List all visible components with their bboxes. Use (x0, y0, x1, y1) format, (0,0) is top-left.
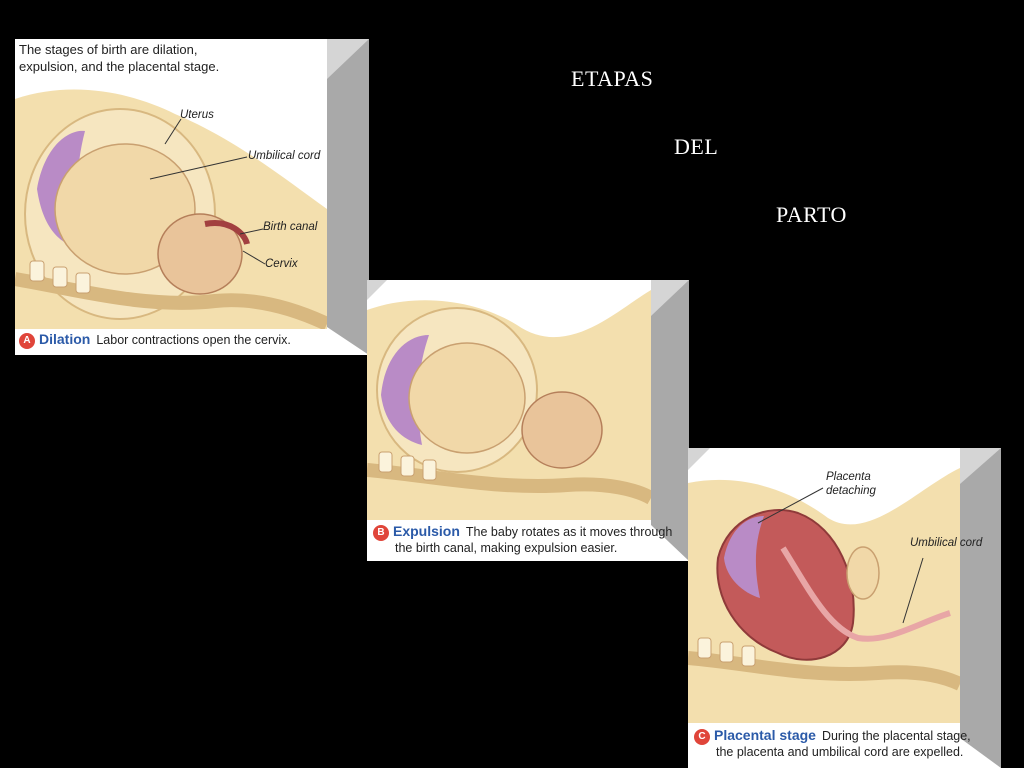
stage-description-line1: During the placental stage, (821, 729, 971, 743)
badge-c: C (694, 729, 710, 745)
badge-b: B (373, 525, 389, 541)
title-parto: PARTO (776, 202, 847, 227)
stage-description-line1: The baby rotates as it moves through (465, 525, 673, 539)
expulsion-illustration (367, 290, 651, 520)
label-umbilical-cord: Umbilical cord (910, 537, 983, 549)
stage-name: Dilation (39, 331, 91, 347)
label-placenta-detaching: Placenta detaching (826, 471, 876, 497)
label-uterus: Uterus (180, 109, 214, 121)
dilation-illustration (15, 89, 327, 329)
stage-description-line2: the birth canal, making expulsion easier… (395, 541, 618, 555)
placental-illustration (688, 468, 960, 723)
stage-description: Labor contractions open the cervix. (96, 333, 291, 347)
title-del: DEL (674, 134, 719, 159)
label-umbilical-cord: Umbilical cord (248, 150, 321, 162)
stage-name: Placental stage (714, 727, 816, 743)
stage-name: Expulsion (393, 523, 460, 539)
label-cervix: Cervix (265, 258, 298, 270)
label-birth-canal: Birth canal (263, 221, 318, 233)
badge-a: A (19, 333, 35, 349)
title-etapas: ETAPAS (571, 66, 654, 91)
stage-description-line2: the placenta and umbilical cord are expe… (716, 745, 964, 759)
intro-caption: The stages of birth are dilation, expuls… (19, 42, 220, 74)
panel-dilation: The stages of birth are dilation, expuls… (15, 39, 369, 355)
